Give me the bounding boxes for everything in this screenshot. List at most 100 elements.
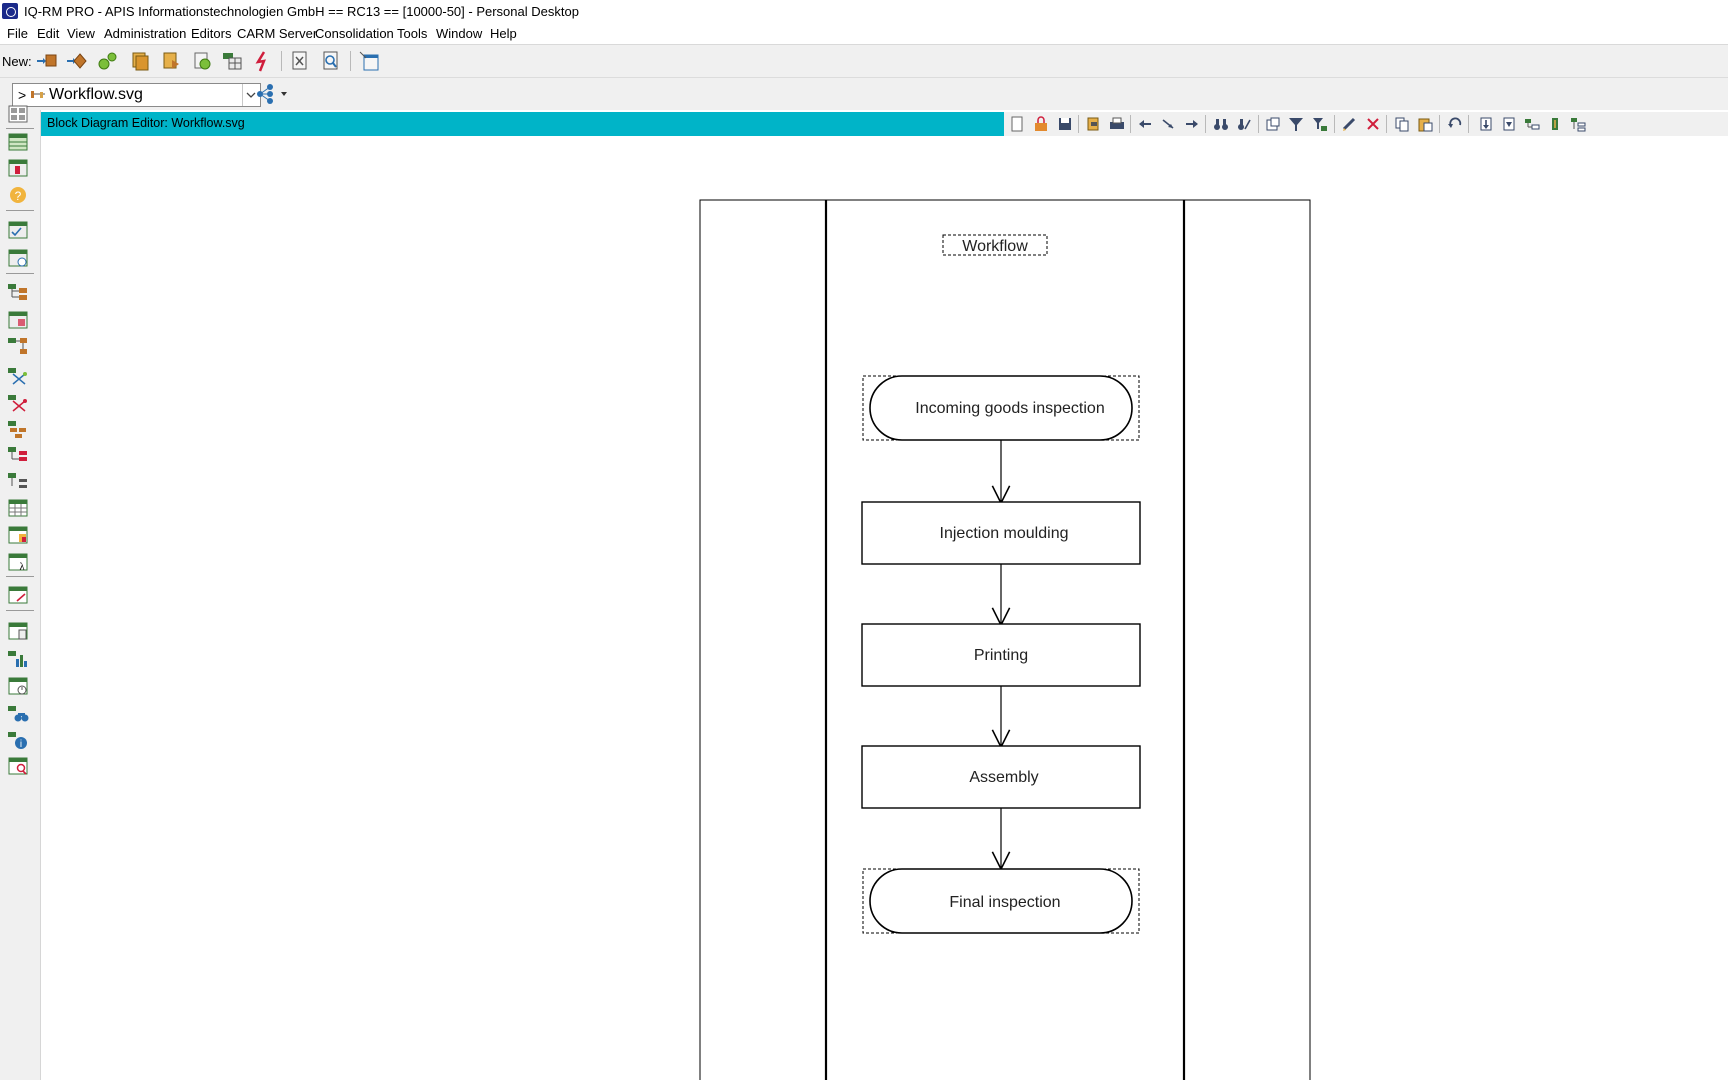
structure-tree-icon[interactable]	[7, 282, 29, 302]
path-combobox[interactable]: > Workflow.svg	[12, 83, 261, 107]
node-label: Assembly	[969, 769, 1038, 786]
filter-icon[interactable]	[1288, 116, 1304, 132]
new-check-icon[interactable]	[191, 50, 213, 72]
report-search-icon[interactable]	[7, 756, 29, 776]
flow-node-incoming-goods-inspection[interactable]: Incoming goods inspection	[862, 375, 1140, 441]
add-child-icon[interactable]	[1547, 116, 1563, 132]
find-icon[interactable]	[7, 704, 29, 724]
menu-window[interactable]: Window	[436, 26, 483, 41]
caret-down-icon	[281, 92, 287, 96]
measures-list-icon[interactable]	[7, 220, 29, 240]
diagram-canvas[interactable]: Workflow Incoming goods inspection Injec…	[41, 136, 1728, 1080]
editor-title: Block Diagram Editor: Workflow.svg	[47, 116, 245, 130]
copy-icon[interactable]	[1394, 116, 1410, 132]
tree-list-icon[interactable]	[7, 471, 29, 491]
menu-administration[interactable]: Administration	[104, 26, 187, 41]
toolbar-separator	[1386, 115, 1387, 133]
expand-tree-icon[interactable]	[1570, 116, 1586, 132]
help-icon[interactable]: ?	[7, 185, 29, 205]
svg-text:λ: λ	[19, 561, 25, 572]
process-flow-icon[interactable]	[7, 419, 29, 439]
lane-title-box[interactable]	[942, 234, 1048, 256]
sidebar-separator	[6, 576, 34, 577]
toolbar-separator	[1078, 115, 1079, 133]
menu-editors[interactable]: Editors	[191, 26, 232, 41]
svg-text:?: ?	[15, 189, 22, 203]
new-table-icon[interactable]	[221, 50, 243, 72]
toolbar-separator	[1205, 115, 1206, 133]
function-net-icon[interactable]	[7, 366, 29, 386]
new-failure-icon[interactable]	[252, 50, 274, 72]
function-tree-icon[interactable]	[7, 336, 29, 356]
flow-node-injection-moulding[interactable]: Injection moulding	[861, 501, 1141, 565]
form-sheet-icon[interactable]	[7, 310, 29, 330]
menu-edit[interactable]: Edit	[37, 26, 60, 41]
info-icon[interactable]: i	[7, 730, 29, 750]
menu-file[interactable]: File	[7, 26, 28, 41]
menu-consolidation[interactable]: Consolidation	[315, 26, 394, 41]
search-document-icon[interactable]	[320, 50, 342, 72]
toolbar-separator	[281, 51, 282, 71]
structure-tree-dropdown-button[interactable]	[254, 82, 290, 106]
workflow-icon	[31, 91, 45, 98]
pencil-icon[interactable]	[1341, 116, 1357, 132]
new-window-icon[interactable]	[358, 50, 380, 72]
close-document-icon[interactable]	[289, 50, 311, 72]
print-icon[interactable]	[1109, 116, 1125, 132]
delete-icon[interactable]	[1365, 116, 1381, 132]
find-next-icon[interactable]	[1236, 116, 1252, 132]
flow-node-assembly[interactable]: Assembly	[861, 745, 1141, 809]
history-table-icon[interactable]	[7, 676, 29, 696]
edit-table-icon[interactable]	[7, 585, 29, 605]
arrow-right-icon[interactable]	[1184, 116, 1200, 132]
desktop-overview-icon[interactable]	[7, 104, 29, 124]
node-label: Incoming goods inspection	[915, 400, 1104, 417]
new-functions-net-icon[interactable]	[97, 50, 119, 72]
toolbar-separator	[1258, 115, 1259, 133]
bar-chart-icon[interactable]	[7, 649, 29, 669]
matrix-icon[interactable]	[7, 525, 29, 545]
connect-icon[interactable]	[1160, 116, 1176, 132]
sidebar-separator	[6, 210, 34, 211]
left-sidebar: ? λ i	[0, 105, 41, 1080]
sidebar-separator	[6, 610, 34, 611]
path-prefix: >	[18, 87, 27, 103]
block-structure-icon[interactable]	[7, 445, 29, 465]
risk-list-icon[interactable]	[7, 158, 29, 178]
layout-icon[interactable]	[1265, 116, 1281, 132]
path-value: Workflow.svg	[49, 86, 143, 103]
structure-list-icon[interactable]	[7, 132, 29, 152]
open-locked-icon[interactable]	[1033, 116, 1049, 132]
menu-tools[interactable]: Tools	[397, 26, 428, 41]
add-sibling-icon[interactable]	[1524, 116, 1540, 132]
new-file-icon[interactable]	[1009, 116, 1025, 132]
save-icon[interactable]	[1057, 116, 1073, 132]
paste-icon[interactable]	[1417, 116, 1433, 132]
path-dropdown-button[interactable]	[242, 84, 260, 106]
print-preview-icon[interactable]	[1085, 116, 1101, 132]
flow-node-printing[interactable]: Printing	[861, 623, 1141, 687]
failure-net-icon[interactable]	[7, 393, 29, 413]
undo-icon[interactable]	[1447, 116, 1463, 132]
new-note-icon[interactable]	[160, 50, 182, 72]
menu-view[interactable]: View	[67, 26, 95, 41]
new-function-icon[interactable]	[65, 50, 87, 72]
formula-table-icon[interactable]: λ	[7, 552, 29, 572]
new-structure-element-icon[interactable]	[35, 50, 57, 72]
check-plan-icon[interactable]	[7, 248, 29, 268]
title-bar: IQ-RM PRO - APIS Informationstechnologie…	[0, 0, 1728, 22]
arrow-left-icon[interactable]	[1137, 116, 1153, 132]
flow-node-final-inspection[interactable]: Final inspection	[862, 868, 1140, 934]
menu-carm-server[interactable]: CARM Server	[237, 26, 318, 41]
toolbar-separator	[350, 51, 351, 71]
insert-below-icon[interactable]	[1501, 116, 1517, 132]
move-down-icon[interactable]	[1478, 116, 1494, 132]
binoculars-icon[interactable]	[1213, 116, 1229, 132]
table-grid-icon[interactable]	[7, 498, 29, 518]
menu-help[interactable]: Help	[490, 26, 517, 41]
document-list-icon[interactable]	[7, 621, 29, 641]
lane-title: Workflow	[962, 238, 1028, 255]
filter-settings-icon[interactable]	[1312, 116, 1328, 132]
new-document-icon[interactable]	[129, 50, 151, 72]
toolbar-separator	[1130, 115, 1131, 133]
